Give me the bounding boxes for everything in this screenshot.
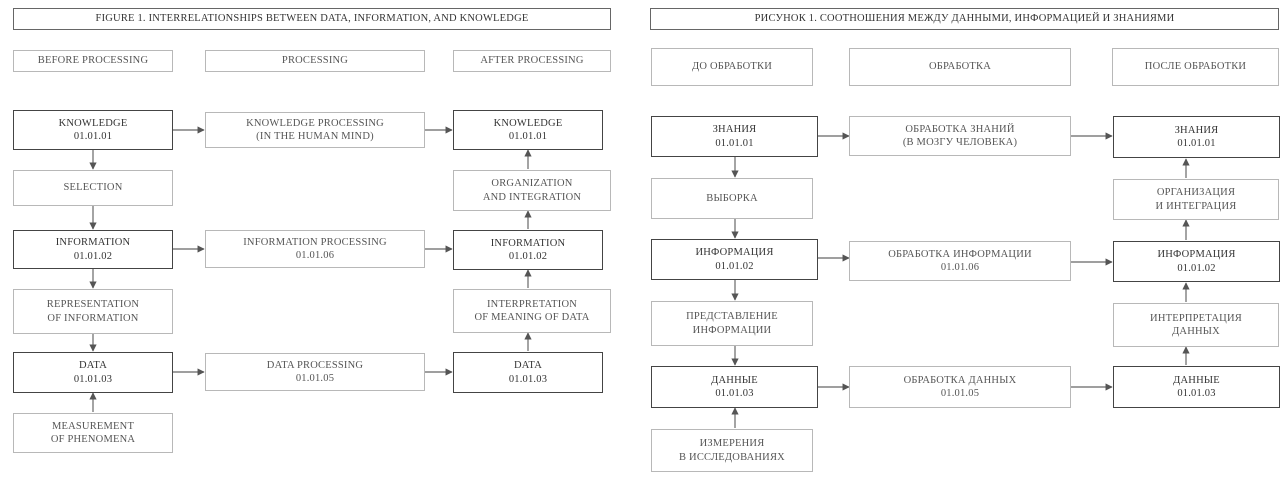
english-figure: FIGURE 1. INTERRELATIONSHIPS BETWEEN DAT… (0, 0, 618, 483)
figure-title: FIGURE 1. INTERRELATIONSHIPS BETWEEN DAT… (13, 8, 611, 30)
knowledge-processing-box: KNOWLEDGE PROCESSING(IN THE HUMAN MIND) (205, 112, 425, 148)
russian-connector-arrows (731, 132, 1190, 428)
figure-title: РИСУНОК 1. СООТНОШЕНИЯ МЕЖДУ ДАННЫМИ, ИН… (650, 8, 1279, 30)
selection-box: SELECTION (13, 170, 173, 206)
selection-box: ВЫБОРКА (651, 178, 813, 219)
header-before-processing: BEFORE PROCESSING (13, 50, 173, 72)
english-connector-arrows (89, 126, 532, 412)
header-processing: PROCESSING (205, 50, 425, 72)
russian-figure: РИСУНОК 1. СООТНОШЕНИЯ МЕЖДУ ДАННЫМИ, ИН… (646, 0, 1287, 483)
header-after-processing: ПОСЛЕ ОБРАБОТКИ (1112, 48, 1279, 86)
header-after-processing: AFTER PROCESSING (453, 50, 611, 72)
header-processing: ОБРАБОТКА (849, 48, 1071, 86)
knowledge-processing-box: ОБРАБОТКА ЗНАНИЙ(В МОЗГУ ЧЕЛОВЕКА) (849, 116, 1071, 156)
header-before-processing: ДО ОБРАБОТКИ (651, 48, 813, 86)
